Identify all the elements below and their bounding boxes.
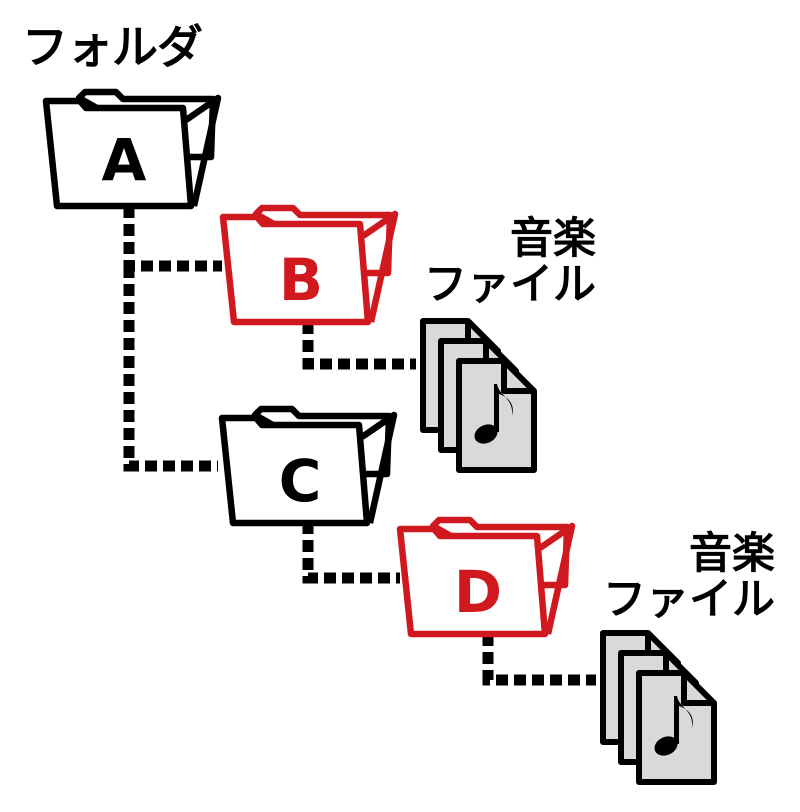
music-label-line1: 音楽	[689, 529, 775, 579]
folder-a-icon[interactable]: A	[46, 92, 218, 206]
music-files-label-d: 音楽 ファイル	[575, 531, 775, 623]
music-file-stack-d-icon[interactable]	[603, 633, 714, 782]
folder-title-label: フォルダ	[22, 20, 203, 74]
connector-b-files	[302, 322, 416, 370]
music-files-label-b: 音楽 ファイル	[396, 216, 596, 308]
folder-d-icon[interactable]: D	[400, 520, 572, 634]
connector-a-c	[123, 266, 218, 472]
folder-a-label: A	[102, 126, 147, 194]
connector-d-files	[482, 634, 596, 686]
folder-b-icon[interactable]: B	[223, 208, 395, 322]
folder-b-label: B	[279, 246, 323, 314]
folder-c-icon[interactable]: C	[222, 409, 394, 523]
music-label-line2: ファイル	[603, 575, 775, 625]
music-label-line1: 音楽	[510, 214, 596, 264]
tree-connectors	[123, 206, 596, 686]
music-file-stack-b-icon[interactable]	[423, 321, 534, 470]
connector-a-b	[123, 206, 222, 272]
folder-d-label: D	[454, 558, 502, 626]
folder-c-label: C	[279, 447, 322, 515]
connector-c-d	[302, 522, 400, 584]
music-label-line2: ファイル	[424, 260, 596, 310]
